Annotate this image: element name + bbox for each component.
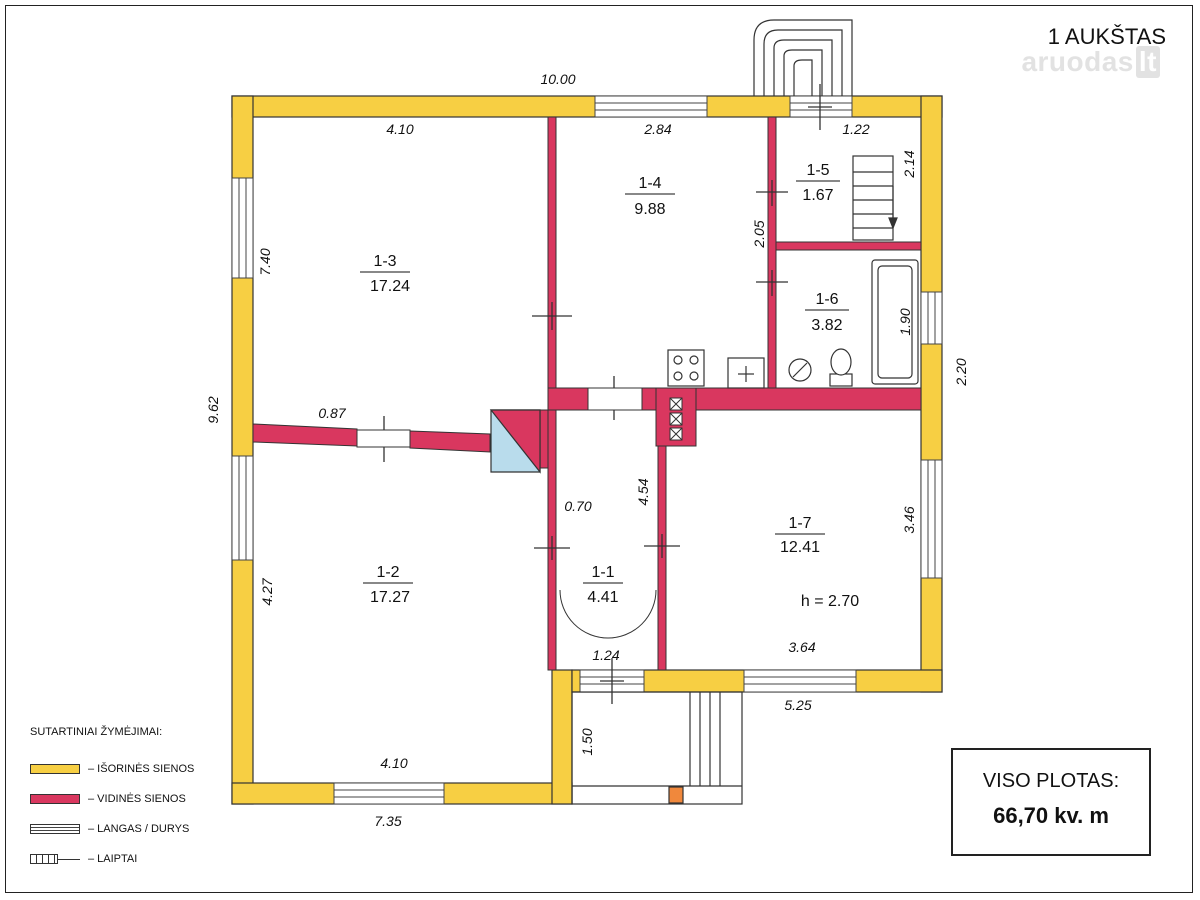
drawing-frame — [5, 5, 1193, 893]
room-labels: 1-3 17.24 1-4 9.88 1-5 1.67 1-6 3.82 1-2… — [360, 162, 859, 610]
room-area: 1.67 — [802, 187, 833, 204]
room-area: 17.27 — [370, 589, 410, 606]
dim-room-1-2-height: 4.27 — [259, 577, 275, 605]
legend-item-exterior-walls: – IŠORINĖS SIENOS — [30, 754, 194, 784]
floor-title: 1 AUKŠTAS — [1047, 24, 1166, 49]
window-right-upper — [920, 291, 943, 345]
window-swatch — [30, 824, 80, 834]
dim-porch-depth: 1.50 — [579, 728, 595, 755]
room-area: 17.24 — [370, 278, 410, 295]
dim-bottom-right: 5.25 — [784, 697, 811, 713]
dim-room-1-5-height: 2.14 — [901, 150, 917, 178]
legend-item-windows-doors: – LANGAS / DURYS — [30, 814, 194, 844]
legend: SUTARTINIAI ŽYMĖJIMAI: – IŠORINĖS SIENOS… — [30, 726, 194, 874]
shower-drain-icon — [788, 358, 812, 382]
ceiling-height: h = 2.70 — [801, 593, 859, 610]
room-1-1: 1-1 4.41 — [583, 564, 623, 606]
room-id: 1-1 — [591, 564, 614, 581]
legend-label: – VIDINĖS SIENOS — [88, 793, 186, 805]
room-1-6: 1-6 3.82 — [805, 291, 849, 334]
dim-room-1-1-width: 0.70 — [564, 498, 591, 514]
room-area: 4.41 — [587, 589, 618, 606]
window-right-lower — [920, 459, 943, 579]
ventilation-icon — [669, 397, 683, 441]
dim-left-total: 9.62 — [205, 396, 221, 423]
dim-room-1-3-height: 7.40 — [257, 248, 273, 275]
dim-room-1-7-width: 3.64 — [788, 639, 815, 655]
door-openings — [356, 387, 643, 448]
window-bottom-left — [333, 782, 445, 805]
dim-room-1-5-width: 1.22 — [842, 121, 869, 137]
watermark-suffix: lt — [1135, 46, 1160, 78]
dim-top-total: 10.00 — [540, 71, 575, 87]
exterior-walls — [231, 95, 943, 805]
window-left-upper — [231, 177, 254, 279]
room-1-4: 1-4 9.88 — [625, 175, 675, 218]
room-area: 12.41 — [780, 539, 820, 556]
room-id: 1-6 — [815, 291, 838, 308]
toilet-icon — [829, 348, 853, 387]
legend-item-stairs: – LAIPTAI — [30, 844, 194, 874]
sink-icon — [727, 357, 765, 389]
room-1-7: 1-7 12.41 — [775, 515, 825, 556]
room-id: 1-3 — [373, 253, 396, 270]
total-area-label: VISO PLOTAS: — [982, 770, 1120, 792]
exterior-wall-swatch — [30, 764, 80, 774]
room-area: 9.88 — [634, 201, 665, 218]
legend-label: – LAIPTAI — [88, 853, 138, 865]
dim-room-1-3-width: 4.10 — [386, 121, 413, 137]
stair-swatch-tail — [58, 858, 80, 860]
porch — [571, 691, 743, 805]
total-area-value: 66,70 kv. m — [993, 803, 1109, 828]
dim-room-1-1-height: 4.54 — [635, 478, 651, 505]
room-id: 1-5 — [806, 162, 829, 179]
dimension-labels: 10.00 4.10 2.84 1.22 2.14 2.05 7.40 9.62… — [205, 71, 969, 829]
room-1-3: 1-3 17.24 — [360, 253, 410, 295]
dim-room-1-4-height: 2.05 — [751, 220, 767, 248]
room-1-2: 1-2 17.27 — [363, 564, 413, 606]
dim-room-1-4-width: 2.84 — [643, 121, 671, 137]
dim-bottom-total: 7.35 — [374, 813, 401, 829]
interior-stair-icon — [852, 155, 898, 241]
dim-room-1-6-height: 1.90 — [897, 308, 913, 335]
window-top — [594, 95, 708, 118]
total-area-box: VISO PLOTAS: 66,70 kv. m — [951, 748, 1151, 856]
stove-icon — [667, 349, 705, 387]
door-swing-arc — [559, 589, 657, 639]
legend-title: SUTARTINIAI ŽYMĖJIMAI: — [30, 726, 163, 738]
interior-wall-swatch — [30, 794, 80, 804]
dim-chimney-offset: 0.87 — [318, 405, 346, 421]
dim-room-1-2-width: 4.10 — [380, 755, 407, 771]
legend-label: – LANGAS / DURYS — [88, 823, 190, 835]
room-id: 1-2 — [376, 564, 399, 581]
windows — [231, 95, 943, 805]
chimney-icon — [489, 409, 541, 474]
room-id: 1-7 — [788, 515, 811, 532]
room-area: 3.82 — [811, 317, 842, 334]
dim-right-upper: 2.20 — [953, 358, 969, 386]
stair-swatch — [30, 854, 58, 864]
window-left-lower — [231, 455, 254, 561]
bathtub-icon — [871, 259, 919, 385]
dim-room-1-7-height: 3.46 — [901, 506, 917, 533]
legend-label: – IŠORINĖS SIENOS — [88, 763, 195, 775]
legend-item-interior-walls: – VIDINĖS SIENOS — [30, 784, 194, 814]
window-bottom-right — [743, 669, 857, 693]
room-1-5: 1-5 1.67 — [796, 162, 840, 204]
watermark-text: aruodas — [1021, 46, 1134, 77]
room-id: 1-4 — [638, 175, 661, 192]
dim-entrance-width: 1.24 — [592, 647, 619, 663]
outside-stair — [753, 19, 853, 96]
